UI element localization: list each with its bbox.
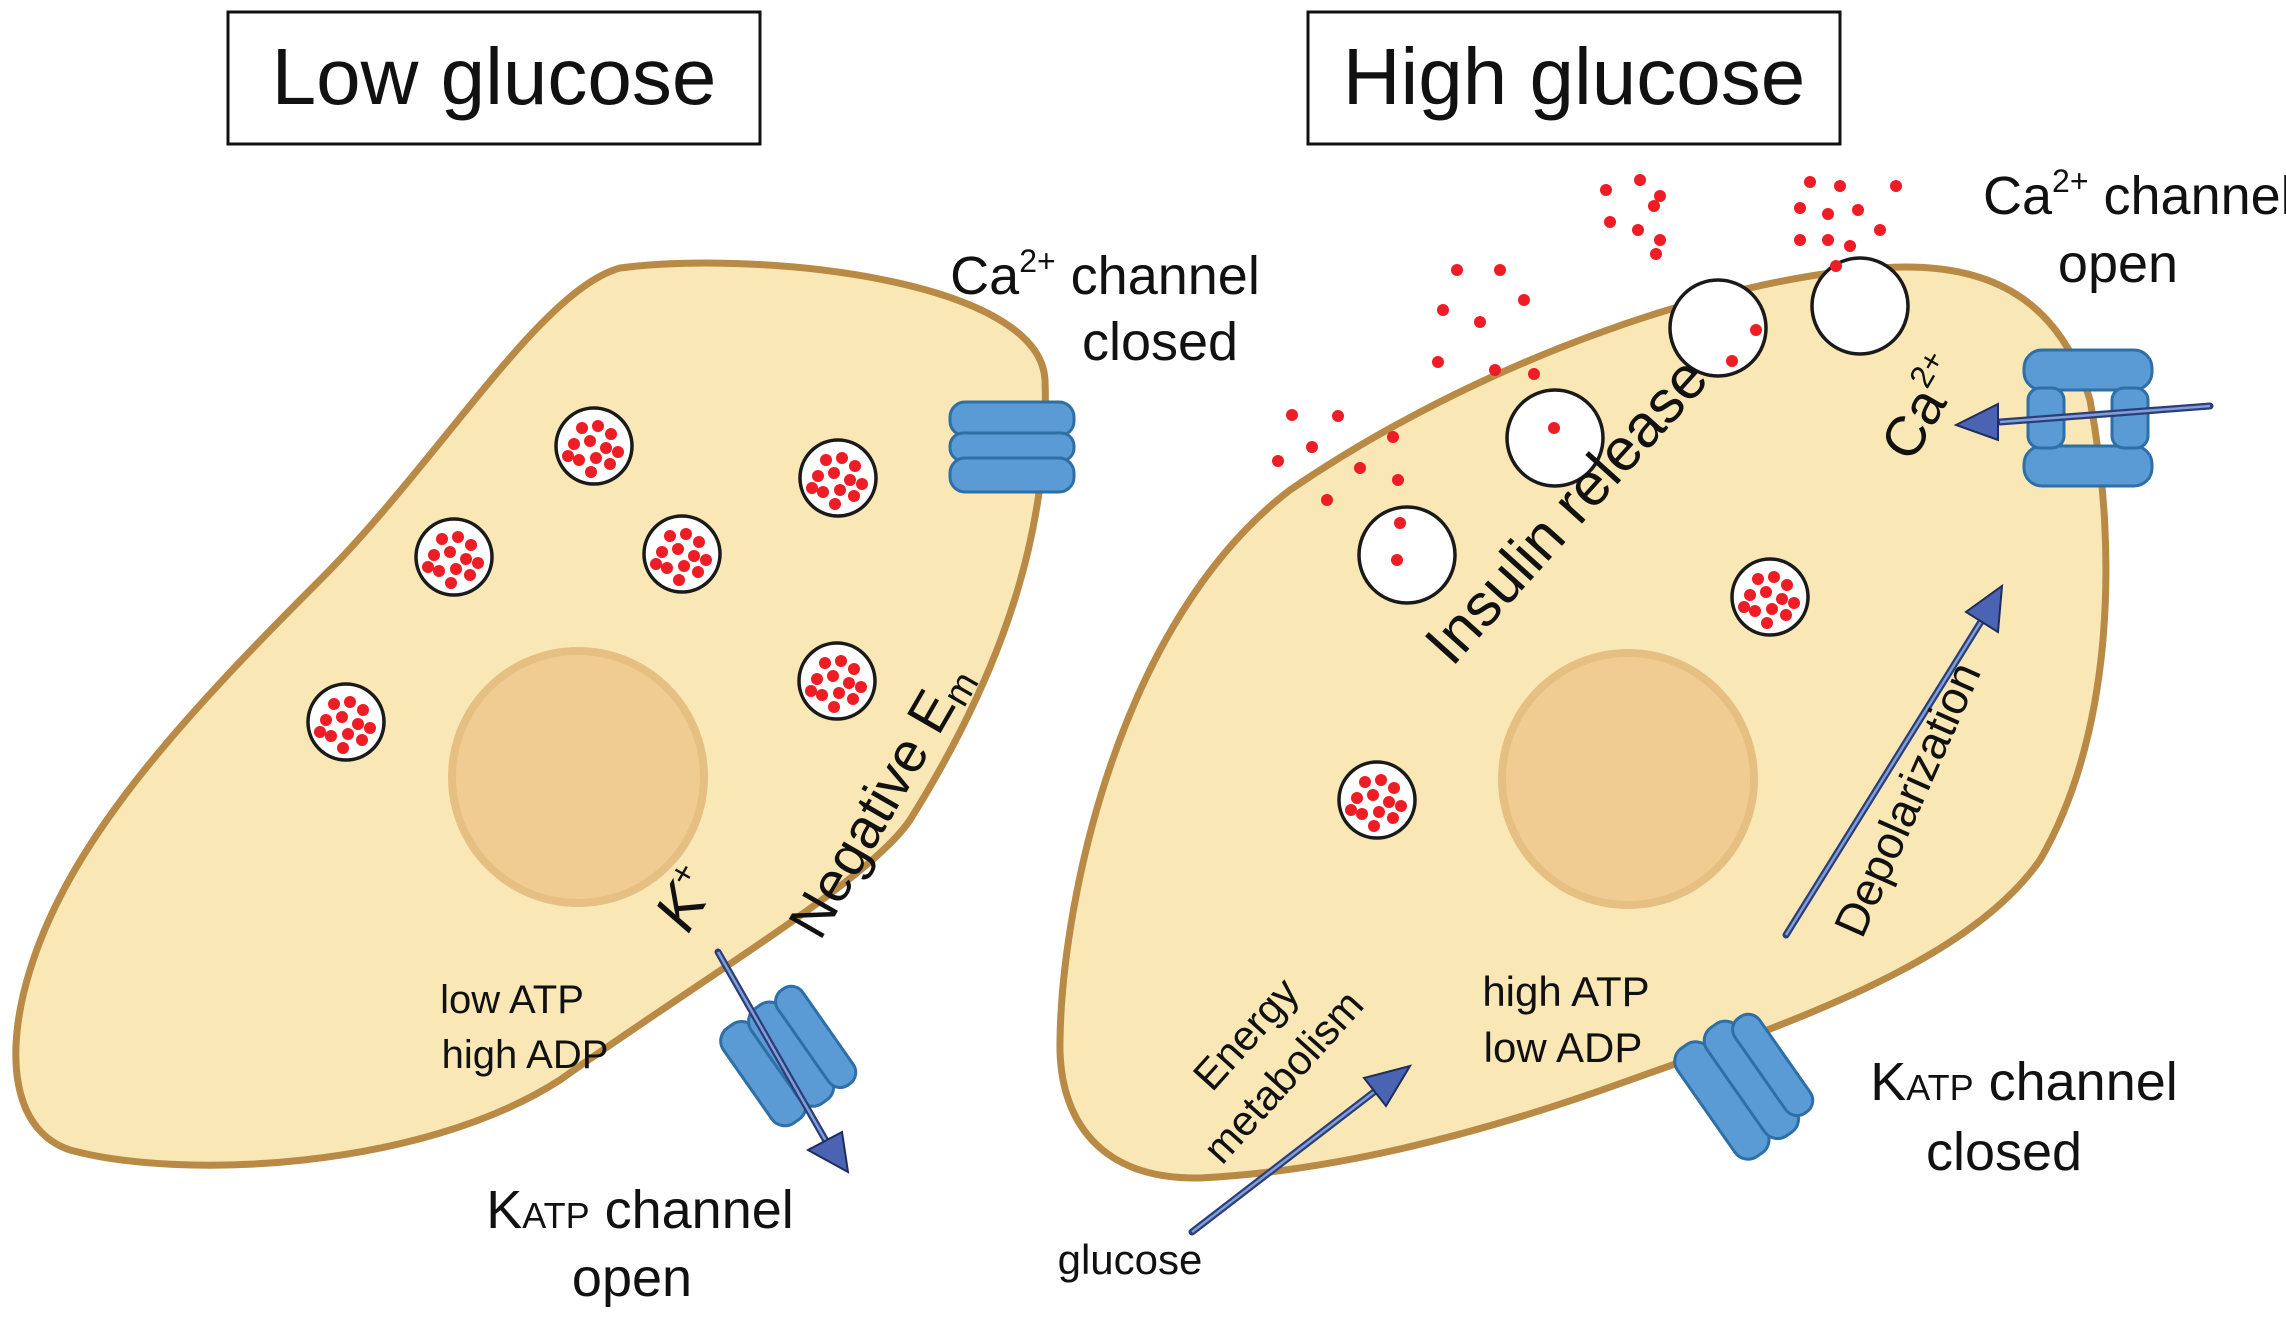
low-katp-channel-open xyxy=(712,979,863,1134)
high-ca-channel-open xyxy=(2022,348,2154,488)
ca-influx-arrow xyxy=(1953,402,2214,442)
low-title-box xyxy=(226,10,762,146)
high-atp-label: high ATP xyxy=(1482,968,1649,1015)
high-title-box xyxy=(1306,10,1842,146)
low-title: Low glucose xyxy=(272,32,717,121)
high-katp-label: KATP channel xyxy=(1870,1052,2178,1112)
low-atp-label: low ATP xyxy=(440,978,584,1022)
high-katp-channel-closed xyxy=(1673,1012,1815,1161)
high-ca-channel-label: Ca2+ channel xyxy=(1983,163,2286,226)
low-glucose-panel: Low glucose Ca2+ channel closed low ATP … xyxy=(12,10,1260,1308)
high-title: High glucose xyxy=(1343,32,1806,121)
high-katp-state: closed xyxy=(1926,1122,2082,1182)
low-ca-channel-state: closed xyxy=(1082,312,1238,372)
low-nucleus xyxy=(448,647,708,907)
glucose-arrow xyxy=(1188,1064,1413,1236)
low-ca-channel-label: Ca2+ channel xyxy=(950,243,1260,306)
low-adp-label: high ADP xyxy=(442,1033,609,1077)
exocytosis-vesicles xyxy=(1357,256,1910,605)
depolarization-arrow xyxy=(1782,583,2004,939)
released-insulin xyxy=(1272,174,1902,506)
high-glucose-panel: High glucose xyxy=(1056,10,2286,1283)
low-katp-label: KATP channel xyxy=(486,1180,794,1240)
low-ca-channel-closed xyxy=(948,400,1076,494)
high-nucleus xyxy=(1498,649,1758,909)
k-efflux-arrow xyxy=(714,948,850,1174)
low-katp-state: open xyxy=(572,1248,692,1308)
high-ca-channel-state: open xyxy=(2058,234,2178,294)
low-adp-label-high: low ADP xyxy=(1484,1024,1643,1071)
glucose-label: glucose xyxy=(1058,1236,1203,1283)
